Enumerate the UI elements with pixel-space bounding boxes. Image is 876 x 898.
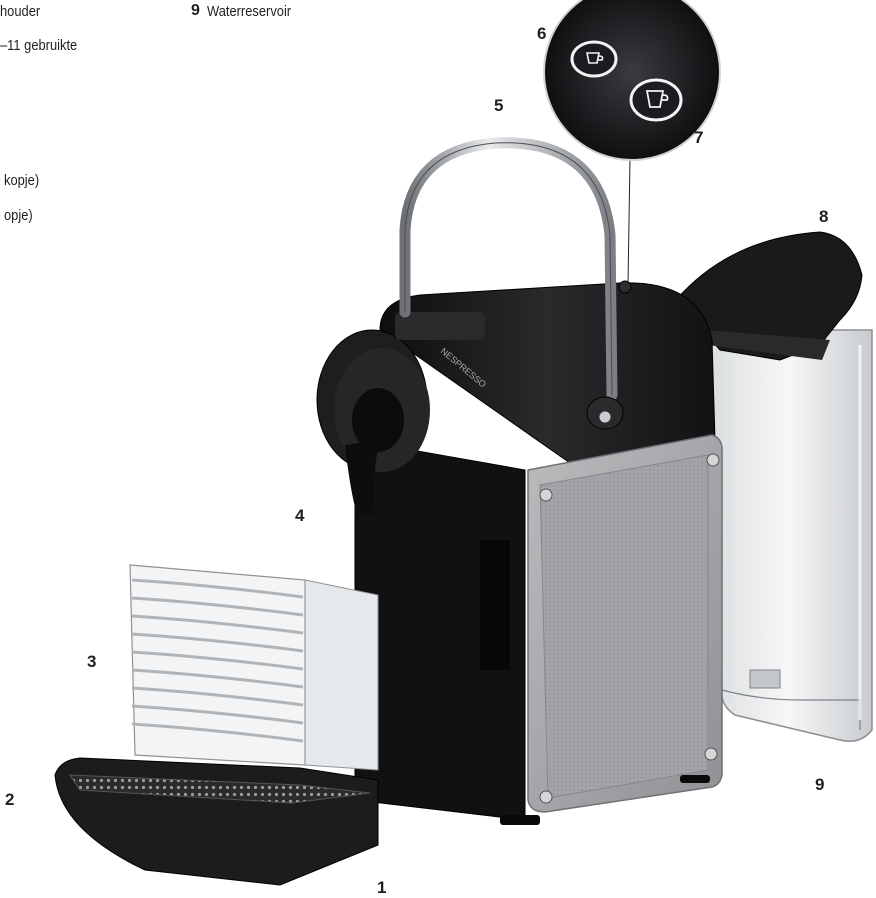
lungo-cup-icon xyxy=(629,78,683,122)
callout-9: 9 xyxy=(815,775,825,794)
callout-4: 4 xyxy=(295,506,305,525)
legend-label-water-tank: Waterreservoir xyxy=(207,3,292,20)
callout-1: 1 xyxy=(377,878,387,897)
callout-3: 3 xyxy=(87,652,97,671)
drip-tray xyxy=(54,757,379,886)
espresso-cup-icon xyxy=(570,40,618,78)
callout-5: 5 xyxy=(494,96,504,115)
callout-2: 2 xyxy=(5,790,15,809)
legend-number-9: 9 xyxy=(191,2,200,19)
callout-8: 8 xyxy=(819,207,829,226)
legend-line-cup-small: kopje) xyxy=(4,172,40,189)
legend-line-capsule-holder: houder xyxy=(0,3,41,20)
legend-line-cup-large: opje) xyxy=(4,207,33,224)
machine-body xyxy=(316,282,716,821)
buttons-zoom-detail xyxy=(543,0,721,161)
water-tank xyxy=(704,329,873,742)
used-capsule-container xyxy=(129,564,379,771)
side-panel xyxy=(527,434,723,813)
lever-handle xyxy=(399,137,632,430)
water-tank-lid xyxy=(675,231,863,361)
callout-7: 7 xyxy=(694,128,704,147)
legend-line-used-capsules: –11 gebruikte xyxy=(0,37,78,54)
callout-6: 6 xyxy=(537,24,547,43)
